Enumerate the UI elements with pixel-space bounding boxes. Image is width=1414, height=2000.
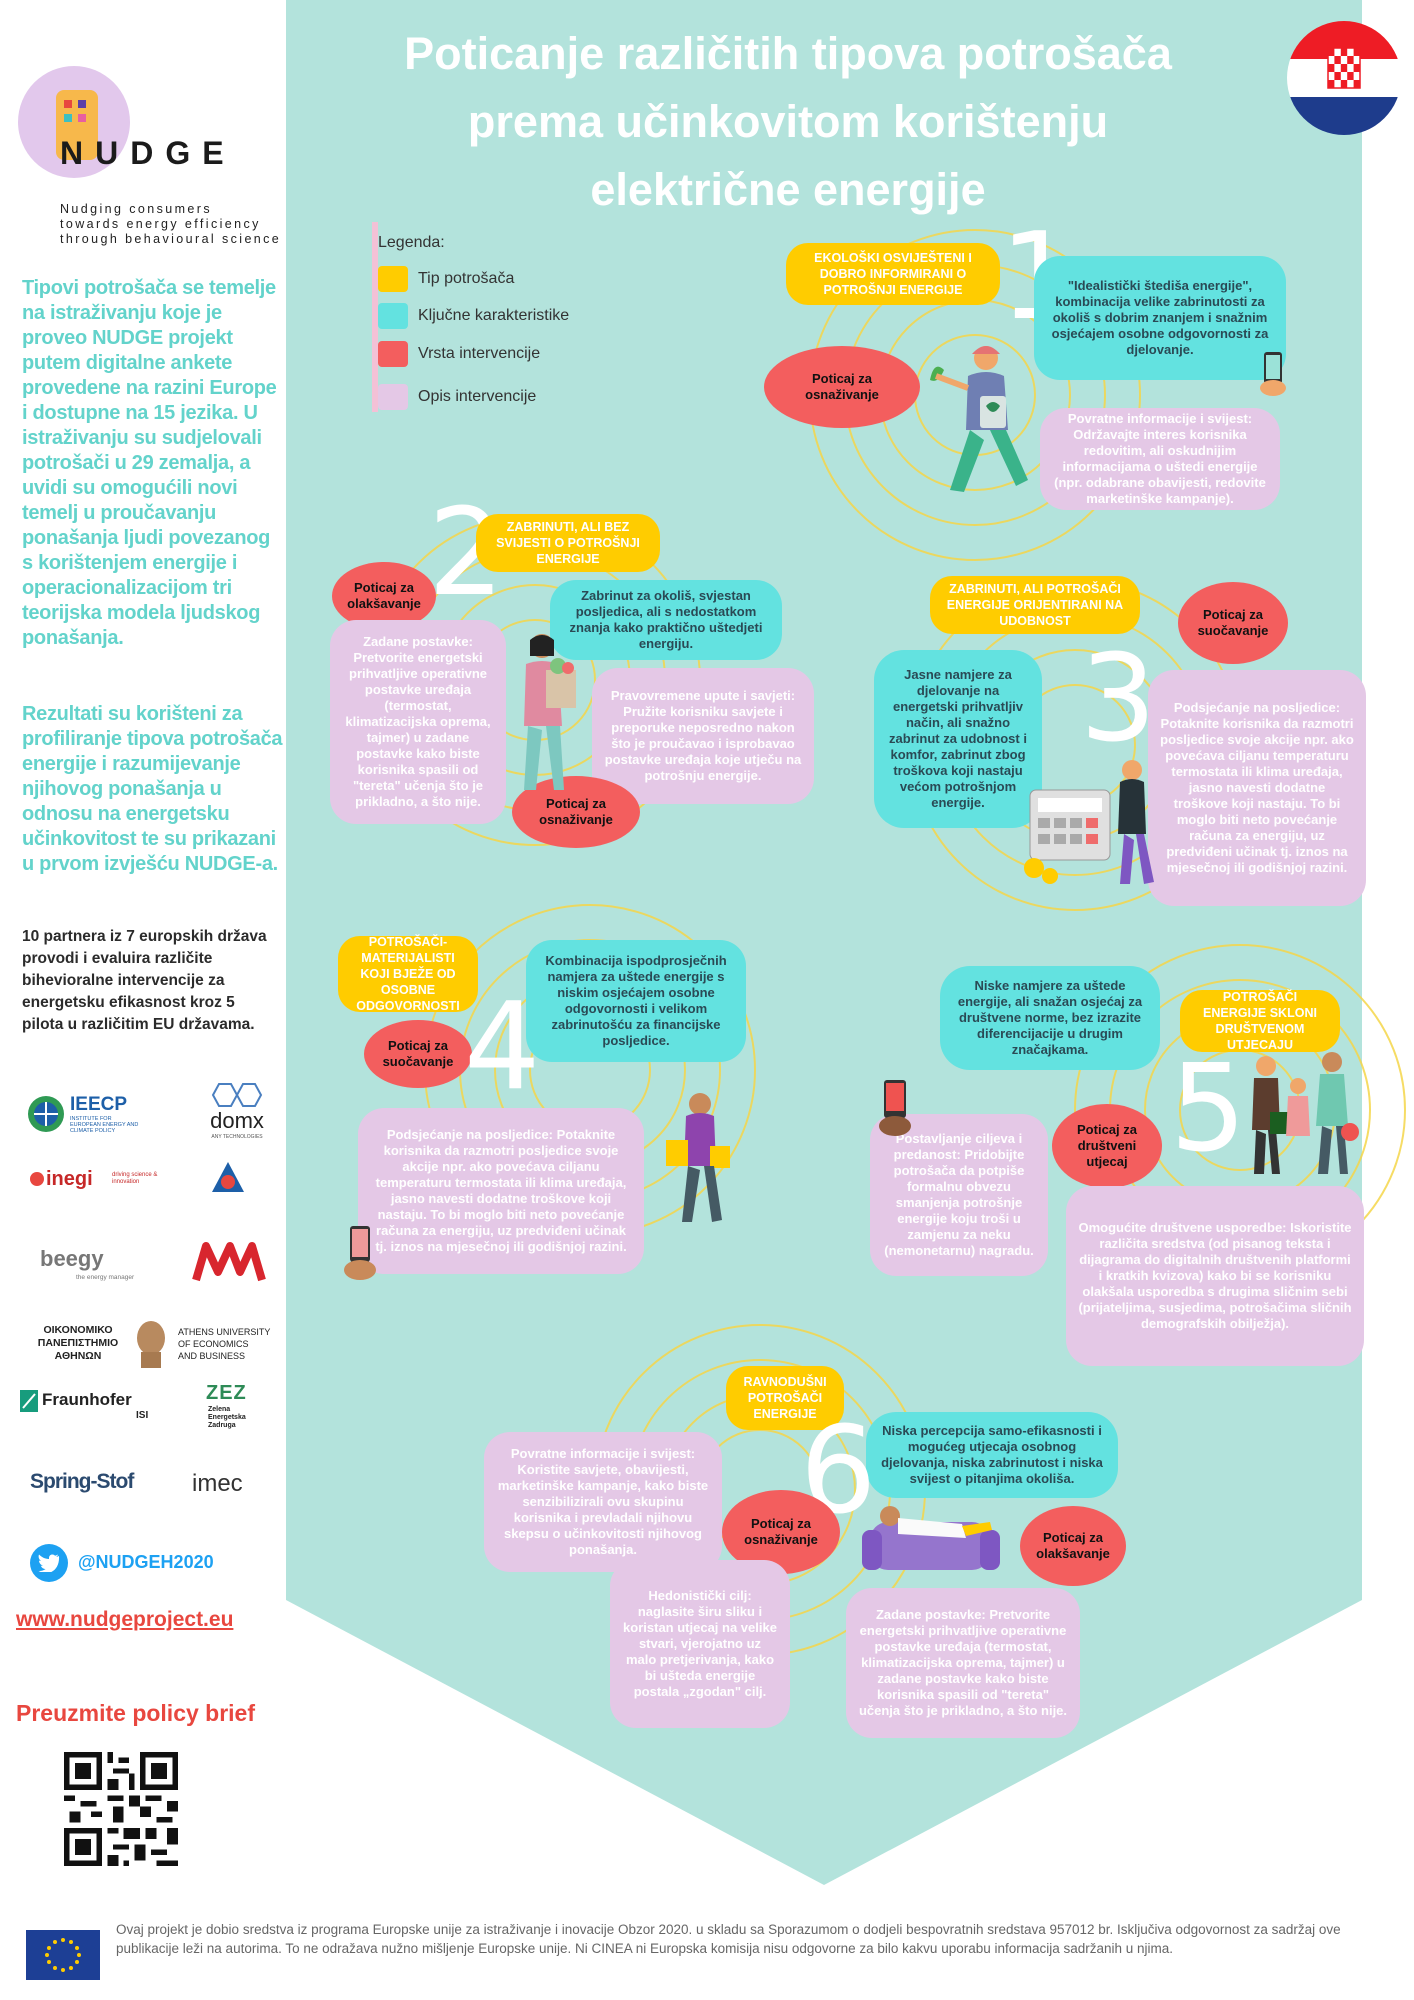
person-on-sofa-icon bbox=[862, 1506, 1000, 1570]
intervention-6-empower: Poticaj za osnaživanje bbox=[722, 1490, 840, 1574]
legend-swatch bbox=[378, 341, 408, 367]
intervention-5: Poticaj za društveni utjecaj bbox=[1052, 1104, 1162, 1188]
domx-logo[interactable]: domx ANY TECHNOLOGIES bbox=[192, 1082, 282, 1142]
imec-logo[interactable]: imec bbox=[192, 1470, 243, 1497]
characteristics-5: Niske namjere za uštede energije, ali sn… bbox=[940, 966, 1160, 1070]
section-number-5: 5 bbox=[1170, 1040, 1247, 1179]
legend-item: Ključne karakteristike bbox=[378, 303, 569, 329]
spring-stof-logo[interactable]: Spring-Stof bbox=[30, 1470, 134, 1493]
policy-brief-link[interactable]: Preuzmite policy brief bbox=[16, 1700, 256, 1726]
footer-disclaimer: Ovaj projekt je dobio sredstva iz progra… bbox=[116, 1922, 1341, 1956]
smartphone-hand-icon bbox=[1260, 352, 1286, 396]
legend-swatch bbox=[378, 266, 408, 292]
consumer-type-5: POTROŠAČI ENERGIJE SKLONI DRUŠTVENOM UTJ… bbox=[1180, 990, 1340, 1052]
intervention-1: Poticaj za osnaživanje bbox=[764, 346, 920, 428]
eu-flag-icon bbox=[26, 1930, 100, 1980]
smartphone-hand-icon bbox=[344, 1226, 376, 1280]
consumer-type-1: EKOLOŠKI OSVIJEŠTENI I DOBRO INFORMIRANI… bbox=[786, 243, 1000, 305]
hexagon-pattern-icon bbox=[211, 1083, 263, 1107]
description-2-advice: Pravovremene upute i savjeti: Pružite ko… bbox=[592, 668, 814, 804]
croatia-flag-icon bbox=[1287, 21, 1401, 135]
group-of-people-icon bbox=[1252, 1052, 1359, 1174]
legend-bar bbox=[372, 222, 378, 412]
consumer-type-2: ZABRINUTI, ALI BEZ SVIJESTI O POTROŠNJI … bbox=[476, 514, 660, 572]
beegy-logo[interactable]: beegy the energy manager bbox=[40, 1246, 135, 1281]
consumer-type-4: POTROŠAČI-MATERIJALISTI KOJI BJEŽE OD OS… bbox=[338, 935, 478, 1013]
legend-title: Legenda: bbox=[378, 234, 445, 251]
mvv-logo-icon[interactable] bbox=[192, 1240, 266, 1286]
consumer-type-6: RAVNODUŠNI POTROŠAČI ENERGIJE bbox=[726, 1366, 844, 1430]
partner-emblem-icon[interactable] bbox=[208, 1158, 248, 1198]
statue-head-icon bbox=[137, 1321, 165, 1368]
fraunhofer-logo[interactable]: Fraunhofer ISI bbox=[20, 1388, 150, 1428]
description-5-comparison: Omogućite društvene usporedbe: Iskoristi… bbox=[1066, 1186, 1364, 1366]
intervention-6-facilitate: Poticaj za olakšavanje bbox=[1020, 1506, 1126, 1586]
inegi-mark-icon bbox=[30, 1172, 44, 1186]
description-1: Povratne informacije i svijest: Održavaj… bbox=[1040, 408, 1280, 510]
legend-item: Vrsta intervencije bbox=[378, 341, 540, 367]
qr-code-icon[interactable] bbox=[64, 1752, 178, 1866]
person-calculator-icon bbox=[1024, 760, 1154, 884]
partners-text: 10 partnera iz 7 europskih država provod… bbox=[22, 928, 267, 1033]
characteristics-2: Zabrinut za okoliš, svjestan posljedica,… bbox=[550, 580, 782, 660]
legend-swatch bbox=[378, 384, 408, 410]
aueb-logo[interactable]: ΟΙΚΟΝΟΜΙΚΟ ΠΑΝΕΠΙΣΤΗΜΙΟ ΑΘΗΝΩΝ ATHENS UN… bbox=[28, 1316, 278, 1376]
website-link[interactable]: www.nudgeproject.eu bbox=[16, 1608, 234, 1631]
characteristics-6: Niska percepcija samo-efikasnosti i mogu… bbox=[866, 1412, 1118, 1498]
characteristics-3: Jasne namjere za djelovanje na energetsk… bbox=[874, 650, 1042, 828]
intro-text: Tipovi potrošača se temelje na istraživa… bbox=[22, 277, 277, 649]
page-title: Poticanje različitih tipova potrošača pr… bbox=[404, 28, 1172, 215]
nudge-logo-text: NUDGE bbox=[60, 135, 236, 171]
consumer-type-3: ZABRINUTI, ALI POTROŠAČI ENERGIJE ORIJEN… bbox=[930, 576, 1140, 634]
person-with-bag-icon bbox=[666, 1093, 730, 1222]
person-walking-icon bbox=[930, 346, 1028, 492]
fraunhofer-mark-icon bbox=[20, 1390, 38, 1412]
nudge-tagline: Nudging consumers towards energy efficie… bbox=[60, 202, 282, 246]
description-2-defaults: Zadane postavke: Pretvorite energetski p… bbox=[330, 620, 506, 824]
phone-icon bbox=[56, 90, 98, 160]
description-5-commitment: Postavljanje ciljeva i predanost: Pridob… bbox=[870, 1114, 1048, 1276]
description-4: Podsjećanje na posljedice: Potaknite kor… bbox=[358, 1108, 644, 1274]
intervention-2-facilitate: Poticaj za olakšavanje bbox=[332, 562, 436, 630]
characteristics-4: Kombinacija ispodprosječnih namjera za u… bbox=[526, 940, 746, 1062]
twitter-icon[interactable] bbox=[30, 1544, 68, 1582]
ieecp-logo[interactable]: IEECP INSTITUTE FOR EUROPEAN ENERGY AND … bbox=[26, 1092, 138, 1138]
description-6-defaults: Zadane postavke: Pretvorite energetski p… bbox=[846, 1588, 1080, 1738]
globe-icon bbox=[28, 1096, 64, 1132]
inegi-logo[interactable]: inegi driving science & innovation bbox=[30, 1168, 157, 1198]
intervention-3: Poticaj za suočavanje bbox=[1178, 582, 1288, 664]
results-text: Rezultati su korišteni za profiliranje t… bbox=[22, 703, 283, 875]
description-6-hedonic: Hedonistički cilj: naglasite širu sliku … bbox=[610, 1560, 790, 1728]
description-3: Podsjećanje na posljedice: Potaknite kor… bbox=[1148, 670, 1366, 906]
legend-swatch bbox=[378, 303, 408, 329]
section-number-3: 3 bbox=[1080, 630, 1157, 769]
smartphone-hand-icon bbox=[879, 1080, 911, 1136]
section-number-4: 4 bbox=[464, 978, 541, 1117]
twitter-handle[interactable]: @NUDGEH2020 bbox=[78, 1552, 214, 1572]
legend-item: Tip potrošača bbox=[378, 266, 514, 292]
zez-logo[interactable]: ZEZ Zelena Energetska Zadruga bbox=[206, 1382, 247, 1429]
characteristics-1: "Idealistički štediša energije", kombina… bbox=[1034, 256, 1286, 380]
description-6-feedback: Povratne informacije i svijest: Koristit… bbox=[484, 1432, 722, 1572]
person-with-groceries-icon bbox=[524, 634, 576, 790]
intervention-4: Poticaj za suočavanje bbox=[364, 1020, 472, 1088]
legend-item: Opis intervencije bbox=[378, 384, 536, 410]
